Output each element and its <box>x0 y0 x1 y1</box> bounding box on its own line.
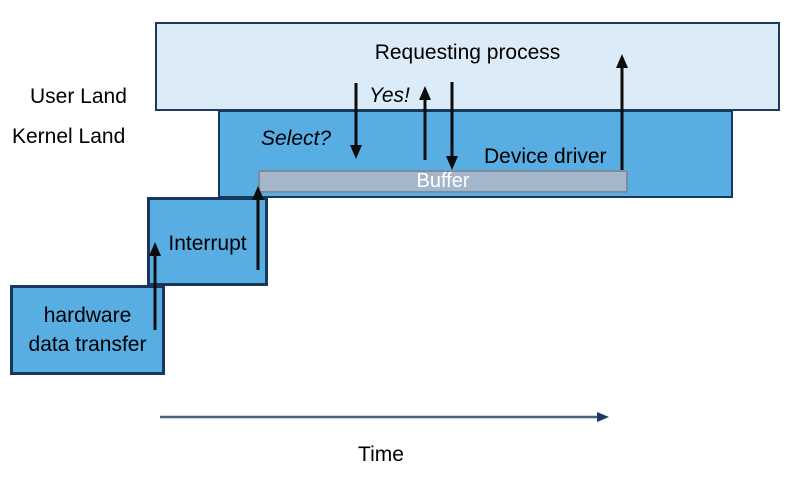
interrupt-box: Interrupt <box>147 197 268 286</box>
kernel-land-label: Kernel Land <box>12 125 126 148</box>
buffer-bar: Buffer <box>258 170 628 193</box>
time-axis-arrow <box>160 412 609 422</box>
hardware-label-line2: data transfer <box>28 333 147 356</box>
hardware-label-line1: hardware <box>43 304 132 327</box>
user-land-label: User Land <box>30 85 127 108</box>
device-driver-label: Device driver <box>484 145 607 168</box>
hardware-data-transfer-label: hardware data transfer <box>29 301 147 359</box>
yes-annotation: Yes! <box>369 84 410 107</box>
hardware-data-transfer-box: hardware data transfer <box>10 285 165 375</box>
requesting-process-label: Requesting process <box>374 41 561 64</box>
time-axis-label: Time <box>358 443 404 466</box>
interrupt-label: Interrupt <box>168 231 247 255</box>
user-land-box: Requesting process <box>155 22 780 111</box>
select-annotation: Select? <box>261 127 332 150</box>
buffer-label: Buffer <box>416 170 470 192</box>
